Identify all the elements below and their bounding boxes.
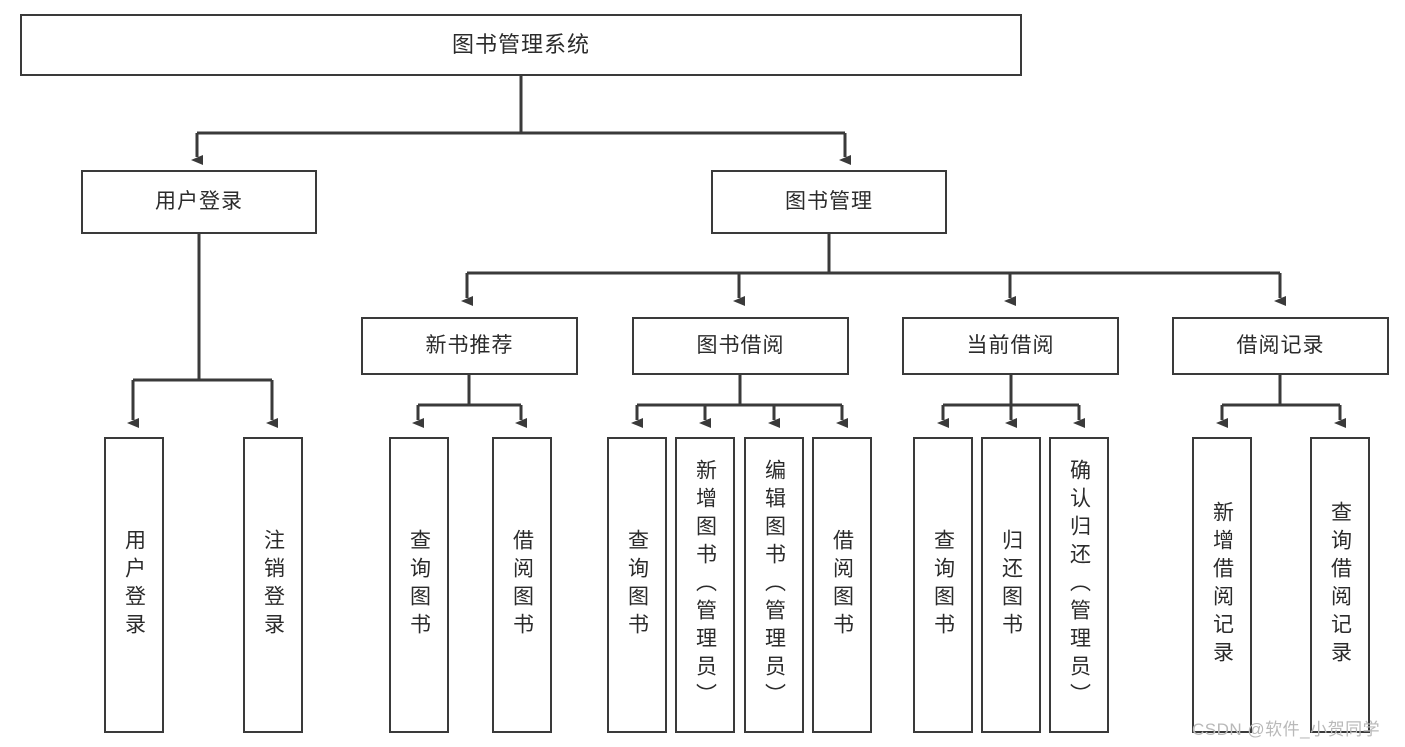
leaf-user-login-login[interactable]: 用户登录 [104,437,164,733]
leaf-label: 查询图书 [407,529,431,641]
node-user-login[interactable]: 用户登录 [81,170,317,234]
leaf-recommend-query-book[interactable]: 查询图书 [389,437,449,733]
node-borrow-records[interactable]: 借阅记录 [1172,317,1389,375]
leaf-label: 借阅图书 [830,529,854,641]
leaf-borrow-add-book[interactable]: 新增图书（管理员） [675,437,735,733]
node-current-borrow-label: 当前借阅 [966,333,1055,357]
leaf-borrow-borrow-book[interactable]: 借阅图书 [812,437,872,733]
leaf-recommend-borrow-book[interactable]: 借阅图书 [492,437,552,733]
node-book-borrow[interactable]: 图书借阅 [632,317,849,375]
leaf-borrow-edit-book[interactable]: 编辑图书（管理员） [744,437,804,733]
leaf-label: 新增借阅记录 [1210,501,1234,669]
leaf-records-add-record[interactable]: 新增借阅记录 [1192,437,1252,733]
leaf-borrow-query-book[interactable]: 查询图书 [607,437,667,733]
leaf-label: 用户登录 [122,529,146,641]
node-borrow-records-label: 借阅记录 [1236,333,1325,357]
node-book-management[interactable]: 图书管理 [711,170,947,234]
leaf-label: 查询图书 [625,529,649,641]
node-root-label: 图书管理系统 [451,32,590,58]
leaf-current-confirm-return[interactable]: 确认归还（管理员） [1049,437,1109,733]
leaf-current-query-book[interactable]: 查询图书 [913,437,973,733]
leaf-records-query-record[interactable]: 查询借阅记录 [1310,437,1370,733]
node-new-book-recommend-label: 新书推荐 [425,333,514,357]
node-user-login-label: 用户登录 [155,189,243,213]
leaf-label: 注销登录 [261,529,285,641]
node-new-book-recommend[interactable]: 新书推荐 [361,317,578,375]
leaf-label: 查询图书 [931,529,955,641]
node-current-borrow[interactable]: 当前借阅 [902,317,1119,375]
leaf-label: 借阅图书 [510,529,534,641]
node-book-management-label: 图书管理 [785,189,873,213]
leaf-label: 新增图书（管理员） [693,459,717,711]
node-root[interactable]: 图书管理系统 [20,14,1022,76]
leaf-user-login-logout[interactable]: 注销登录 [243,437,303,733]
watermark: CSDN @软件_小贺同学 [1192,720,1381,739]
leaf-label: 编辑图书（管理员） [762,459,786,711]
leaf-label: 查询借阅记录 [1328,501,1352,669]
leaf-current-return-book[interactable]: 归还图书 [981,437,1041,733]
leaf-label: 确认归还（管理员） [1067,459,1091,711]
leaf-label: 归还图书 [999,529,1023,641]
node-book-borrow-label: 图书借阅 [696,333,785,357]
